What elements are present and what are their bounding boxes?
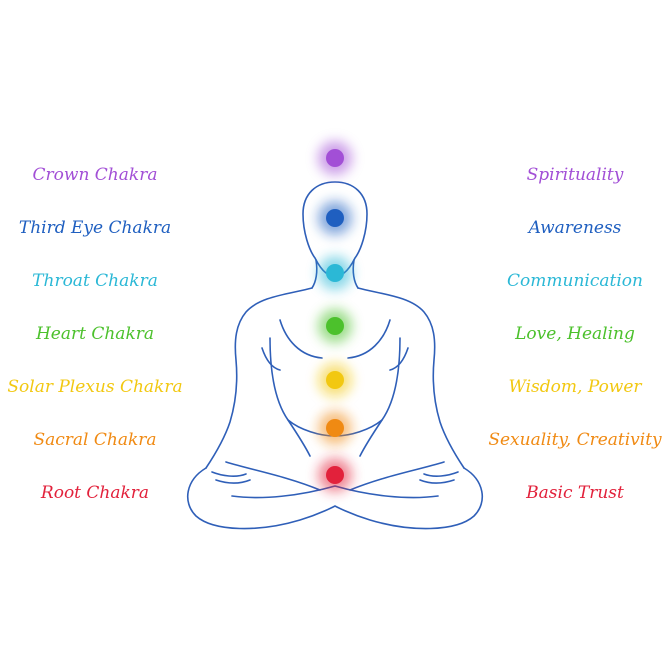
inner-arm-left [269, 337, 311, 457]
chakra-name-throat: Throat Chakra [32, 271, 158, 291]
torso-outline-right [357, 287, 465, 469]
chakra-point-third-eye [326, 209, 344, 227]
figure-outline [187, 181, 483, 530]
chakra-point-crown [326, 149, 344, 167]
chakra-name-root: Root Chakra [40, 483, 150, 503]
inner-arm-right [359, 337, 401, 457]
chakra-meaning-heart: Love, Healing [515, 324, 635, 344]
chakra-name-third-eye: Third Eye Chakra [18, 218, 172, 238]
hand-right [419, 471, 459, 484]
chest-line-lower [261, 347, 409, 371]
chest-line [279, 319, 391, 359]
chakra-name-heart: Heart Chakra [35, 324, 155, 344]
chakra-point-throat [326, 264, 344, 282]
chakra-point-root [326, 466, 344, 484]
chakra-meaning-solar-plexus: Wisdom, Power [508, 377, 642, 397]
chakra-points [318, 141, 352, 492]
hand-left [211, 471, 251, 484]
neck-outline [311, 259, 359, 289]
torso-outline [205, 287, 313, 469]
chakra-point-sacral [326, 419, 344, 437]
legs-inner [225, 461, 445, 491]
chakra-name-sacral: Sacral Chakra [33, 430, 157, 450]
legs-outline [187, 467, 483, 530]
chakra-point-heart [326, 317, 344, 335]
chakra-point-solar-plexus [326, 371, 344, 389]
chakra-meaning-third-eye: Awareness [528, 218, 622, 238]
chakra-name-crown: Crown Chakra [32, 165, 158, 185]
chakra-meaning-crown: Spirituality [526, 165, 624, 185]
chakra-meaning-throat: Communication [507, 271, 643, 291]
chakra-meaning-root: Basic Trust [526, 483, 624, 503]
chakra-meaning-sacral: Sexuality, Creativity [488, 430, 662, 450]
chakra-name-solar-plexus: Solar Plexus Chakra [7, 377, 183, 397]
